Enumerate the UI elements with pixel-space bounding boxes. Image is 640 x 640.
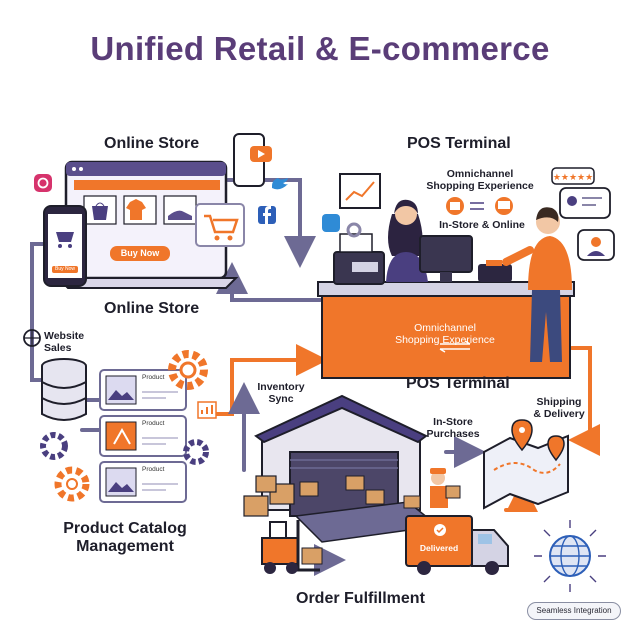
website-sales-line2: Sales xyxy=(44,342,72,354)
chat-bubble-icon xyxy=(559,187,611,219)
globe-icon-small xyxy=(23,329,41,347)
bar-chart-icon xyxy=(197,401,217,419)
website-sales-label: Website Sales xyxy=(44,330,94,354)
customer-figure xyxy=(502,207,572,362)
globe-icon xyxy=(534,520,606,592)
instore-purchases-line1: In-Store xyxy=(433,416,473,428)
twitter-icon xyxy=(272,178,288,190)
omnichannel-label-top: Omnichannel Shopping Experience xyxy=(420,168,540,192)
pos-monitor xyxy=(419,235,473,282)
twitter-icon-2 xyxy=(322,214,340,232)
card-reader xyxy=(478,260,512,282)
omnichannel-counter-line1: Omnichannel xyxy=(414,322,476,334)
product-card-1-label: Product xyxy=(142,374,165,381)
catalog-label-line2: Management xyxy=(76,538,174,555)
gear-icon-2 xyxy=(40,432,68,460)
user-avatar-icon xyxy=(577,229,615,261)
product-card-3 xyxy=(99,461,187,503)
product-card-2-label: Product xyxy=(142,420,165,427)
catalog-label-line1: Product Catalog xyxy=(63,520,187,537)
page-title: Unified Retail & E-commerce xyxy=(90,30,550,67)
inventory-sync-line2: Sync xyxy=(268,393,294,405)
gear-icon-4 xyxy=(183,439,209,465)
buy-now-button[interactable]: Buy Now xyxy=(120,248,160,258)
map-pin-icon-2 xyxy=(547,435,565,462)
pos-counter xyxy=(317,281,575,379)
map-pin-icon xyxy=(511,419,533,452)
omnichannel-top-line1: Omnichannel xyxy=(446,168,514,180)
product-card-3-label: Product xyxy=(142,466,165,473)
seamless-integration-badge: Seamless Integration xyxy=(527,602,621,620)
shipping-delivery-line2: & Delivery xyxy=(533,408,585,420)
sync-arrows xyxy=(470,202,484,210)
pos-terminal-label-top: POS Terminal xyxy=(407,135,511,152)
gear-icon-small xyxy=(346,222,362,238)
warehouse-icon xyxy=(254,394,440,543)
catalog-label: Product Catalog Management xyxy=(40,520,210,556)
trend-chart-icon xyxy=(339,173,381,209)
instore-online-label: In-Store & Online xyxy=(439,219,525,231)
product-card-2 xyxy=(99,415,187,457)
inventory-sync-line1: Inventory xyxy=(257,381,305,393)
laptop-mini-icon xyxy=(495,197,513,215)
product-card-1 xyxy=(99,369,187,411)
svg-text:★★★★★: ★★★★★ xyxy=(553,173,593,183)
cashier-figure xyxy=(386,199,428,282)
shipping-delivery-label: Shipping & Delivery xyxy=(526,396,592,420)
instagram-icon xyxy=(34,174,52,192)
omnichannel-counter-line2: Shopping Experience xyxy=(395,334,495,346)
online-store-label-top: Online Store xyxy=(104,135,200,152)
database-icon xyxy=(41,358,87,421)
facebook-icon xyxy=(258,206,276,224)
shipping-delivery-line1: Shipping xyxy=(536,396,582,408)
instore-purchases-line2: Purchases xyxy=(426,428,480,440)
video-play-icon xyxy=(233,133,272,187)
smartphone-icon xyxy=(43,205,87,287)
delivered-label: Delivered xyxy=(419,543,459,553)
website-sales-line1: Website xyxy=(44,330,85,342)
pos-terminal-label-bottom: POS Terminal xyxy=(406,375,510,392)
phone-buy-now-button[interactable]: Buy Now xyxy=(54,266,75,272)
order-fulfillment-label: Order Fulfillment xyxy=(296,590,425,607)
boxes-stack xyxy=(243,475,295,517)
omnichannel-label-counter: Omnichannel Shopping Experience xyxy=(380,322,510,346)
gear-icon-3 xyxy=(54,466,90,502)
inventory-sync-label: Inventory Sync xyxy=(246,381,316,405)
shopping-cart-icon xyxy=(195,203,245,247)
rating-stars-icon: ★★★★★ xyxy=(551,167,595,185)
worker-figure xyxy=(430,468,461,508)
cash-register-icon xyxy=(333,233,385,285)
forklift-icon xyxy=(261,520,323,574)
online-store-label-bottom: Online Store xyxy=(104,300,200,317)
gear-icon xyxy=(168,350,208,390)
delivery-truck-icon xyxy=(405,515,509,575)
instore-purchases-label: In-Store Purchases xyxy=(420,416,486,440)
omnichannel-top-line2: Shopping Experience xyxy=(426,180,534,192)
store-icon xyxy=(446,197,464,215)
